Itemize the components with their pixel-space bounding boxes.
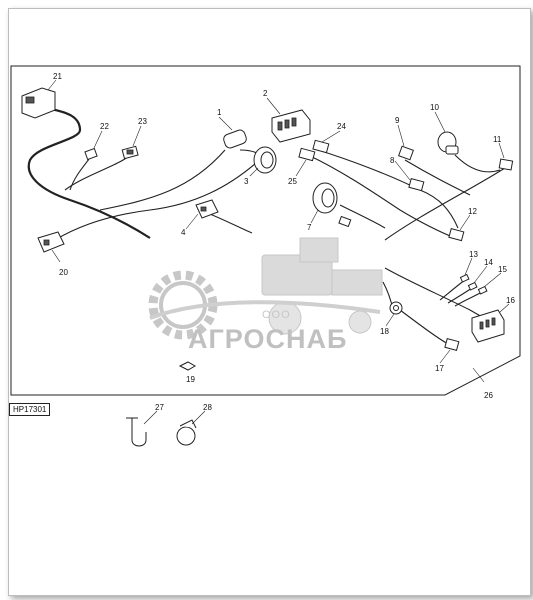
- part-7-plug: [338, 215, 352, 228]
- part-25-connector: [298, 147, 316, 162]
- watermark-big-text: АГРОСНАБ: [188, 324, 347, 354]
- callout-14: 14: [484, 258, 493, 267]
- part-8-connector: [408, 177, 425, 192]
- part-20-connector: [37, 231, 65, 253]
- part-22-plug: [84, 147, 98, 161]
- wire-21-trunk: [27, 106, 151, 239]
- wire-13: [439, 279, 466, 301]
- diagram-frame: [10, 65, 521, 396]
- wire-17: [399, 309, 451, 346]
- part-21-connector: [21, 87, 56, 119]
- callout-7: 7: [307, 223, 312, 232]
- watermark-swoosh: [149, 300, 381, 320]
- wire-11: [384, 167, 506, 241]
- callouts: 21 22 23 20 1 2 3 4 24 25 7 9 8 10 11 12…: [53, 72, 515, 412]
- part-4-connector: [195, 199, 219, 219]
- callout-23: 23: [138, 117, 147, 126]
- wire-7: [339, 204, 386, 229]
- part-19-fitting: [178, 361, 197, 371]
- part-15-terminal: [477, 285, 488, 295]
- wire-25: [307, 154, 456, 239]
- part-18-grommet: [389, 301, 403, 315]
- callout-27: 27: [155, 403, 164, 412]
- callout-20: 20: [59, 268, 68, 277]
- part-2-connector: [271, 109, 311, 143]
- callout-18: 18: [380, 327, 389, 336]
- callout-9: 9: [395, 116, 400, 125]
- wire-10: [454, 154, 501, 173]
- part-1-relay: [223, 129, 247, 149]
- callout-19: 19: [186, 375, 195, 384]
- callout-24: 24: [337, 122, 346, 131]
- watermark: ООО АГРОСНАБ: [148, 237, 383, 354]
- watermark-harvester-icon: [261, 237, 383, 335]
- callout-1: 1: [217, 108, 222, 117]
- callout-28: 28: [203, 403, 212, 412]
- part-17-connector: [444, 337, 460, 351]
- callout-22: 22: [100, 122, 109, 131]
- leader-lines: [47, 79, 510, 425]
- part-27-clamp: [126, 417, 147, 447]
- part-10-sensor: [437, 131, 459, 155]
- callout-13: 13: [469, 250, 478, 259]
- part-12-connector: [448, 227, 465, 242]
- callout-8: 8: [390, 156, 395, 165]
- callout-4: 4: [181, 228, 186, 237]
- part-23-connector: [121, 145, 139, 160]
- wire-8: [419, 189, 459, 229]
- wire-9: [404, 159, 471, 196]
- wire-15: [454, 291, 483, 307]
- figure-id-label: HP17301: [9, 403, 51, 416]
- parts: [21, 87, 514, 447]
- wiring: [27, 106, 506, 346]
- callout-16: 16: [506, 296, 515, 305]
- callout-15: 15: [498, 265, 507, 274]
- part-16-connector: [471, 309, 505, 343]
- part-14-terminal: [467, 281, 478, 291]
- callout-17: 17: [435, 364, 444, 373]
- part-9-connector: [398, 145, 414, 161]
- callout-3: 3: [244, 177, 249, 186]
- callout-10: 10: [430, 103, 439, 112]
- part-24-connector: [312, 139, 330, 154]
- watermark-small-text: ООО: [262, 309, 291, 321]
- part-7-round-connector: [312, 182, 338, 214]
- callout-2: 2: [263, 89, 268, 98]
- callout-26: 26: [484, 391, 493, 400]
- callout-25: 25: [288, 177, 297, 186]
- wire-20-to-2: [54, 149, 271, 241]
- part-13-terminal: [459, 273, 470, 283]
- part-3-round-connector: [253, 146, 277, 174]
- callout-12: 12: [468, 207, 477, 216]
- part-11-connector: [498, 158, 514, 171]
- callout-21: 21: [53, 72, 62, 81]
- wire-23: [64, 154, 131, 191]
- wire-1: [99, 149, 226, 211]
- part-28-clamp: [176, 419, 197, 446]
- wire-4: [204, 211, 253, 234]
- callout-11: 11: [493, 135, 502, 144]
